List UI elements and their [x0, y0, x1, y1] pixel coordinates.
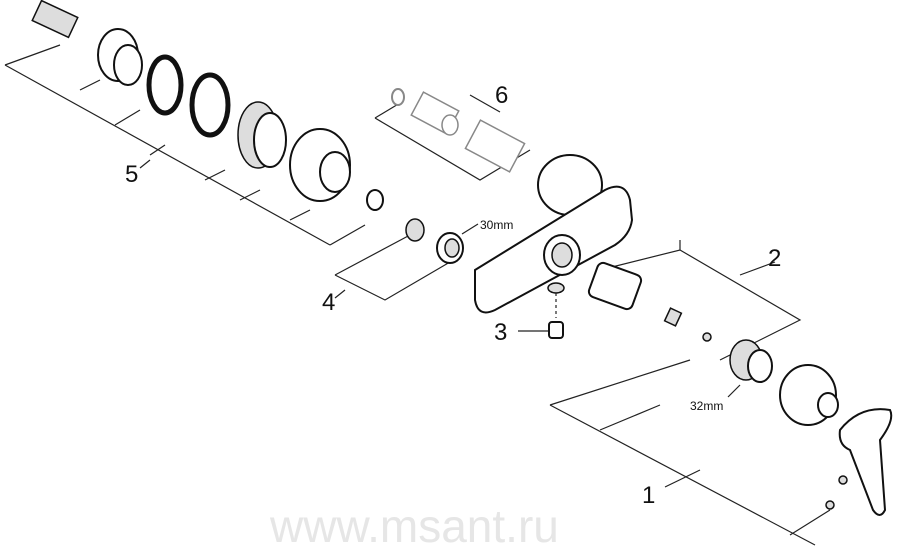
- part-number-6: 6: [495, 82, 508, 109]
- ring-size-label: 32mm: [690, 399, 723, 413]
- part-5-connector-set: [31, 0, 384, 211]
- part-number-2: 2: [768, 245, 781, 272]
- part-5-leader-lines: [4, 44, 366, 246]
- part-number-3: 3: [494, 319, 507, 346]
- part-4-nut-set: [334, 218, 479, 301]
- watermark: www.msant.ru: [269, 500, 559, 550]
- part-number-1: 1: [642, 482, 655, 509]
- part-6-extension-set: [374, 88, 531, 181]
- part-number-5: 5: [125, 161, 138, 188]
- nut-size-label: 30mm: [480, 218, 513, 232]
- part-2-cartridge-set: [587, 240, 802, 383]
- part-number-4: 4: [322, 289, 335, 316]
- part-3-plug: [518, 321, 564, 339]
- part-1-handle-set: [549, 359, 893, 546]
- valve-body: [474, 154, 634, 318]
